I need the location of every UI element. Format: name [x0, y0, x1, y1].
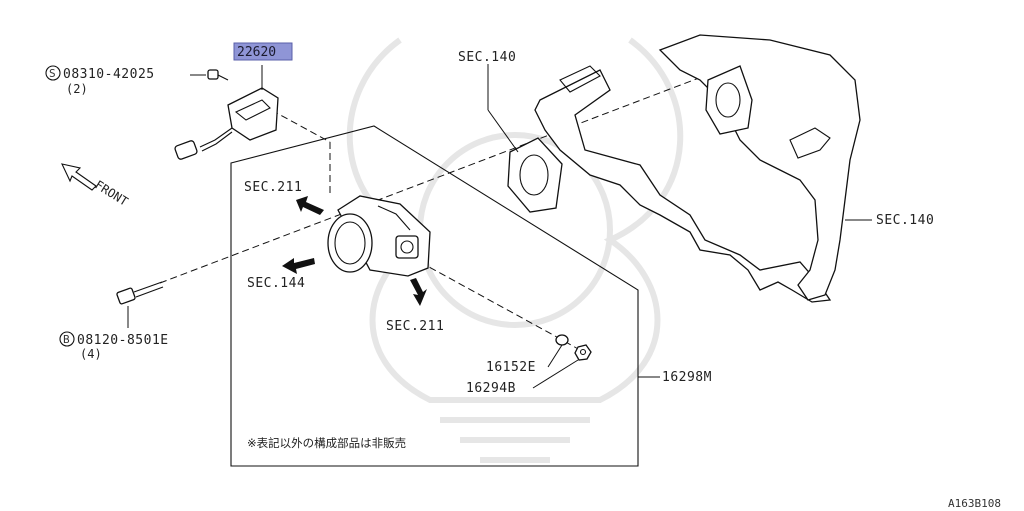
throttle-position-sensor[interactable] [174, 87, 279, 160]
not-sold-separately-note: ※表記以外の構成部品は非販売 [247, 436, 406, 450]
assembly-outline-box [230, 125, 639, 467]
screw-part-number[interactable]: 08310-42025 [63, 67, 155, 82]
part-16294B-label[interactable]: 16294B [466, 381, 516, 396]
front-direction-indicator: FRONT [61, 163, 130, 209]
screw-part [207, 69, 229, 81]
leader-lines [127, 64, 872, 389]
bolt-reference: B 08120-8501E (4) [59, 331, 169, 361]
part-16152E-label[interactable]: 16152E [486, 360, 536, 375]
sec211-lower-label[interactable]: SEC.211 [386, 319, 444, 334]
front-label: FRONT [92, 178, 130, 209]
bolt-part-number[interactable]: 08120-8501E [77, 333, 169, 348]
intake-manifold [534, 34, 861, 303]
direction-arrows [282, 196, 427, 306]
nut-part [574, 344, 592, 361]
screw-reference: S 08310-42025 (2) [45, 65, 155, 96]
sec140-top-label[interactable]: SEC.140 [458, 50, 516, 65]
bolt-quantity: (4) [80, 347, 102, 361]
screw-quantity: (2) [66, 82, 88, 96]
throttle-body-part[interactable] [327, 195, 431, 277]
bolt-part [116, 281, 164, 305]
sec140-right-label[interactable]: SEC.140 [876, 213, 934, 228]
bolt-symbol: B [63, 333, 70, 346]
sec211-upper-label[interactable]: SEC.211 [244, 180, 302, 195]
sec144-label[interactable]: SEC.144 [247, 276, 305, 291]
part-number-highlight [233, 42, 293, 61]
intake-gasket [507, 137, 563, 213]
washer-part [555, 334, 569, 346]
highlighted-part-number[interactable]: 22620 [237, 45, 276, 60]
figure-code: A163B108 [948, 497, 1001, 510]
screw-symbol: S [49, 67, 56, 80]
part-16298M-label[interactable]: 16298M [662, 370, 712, 385]
